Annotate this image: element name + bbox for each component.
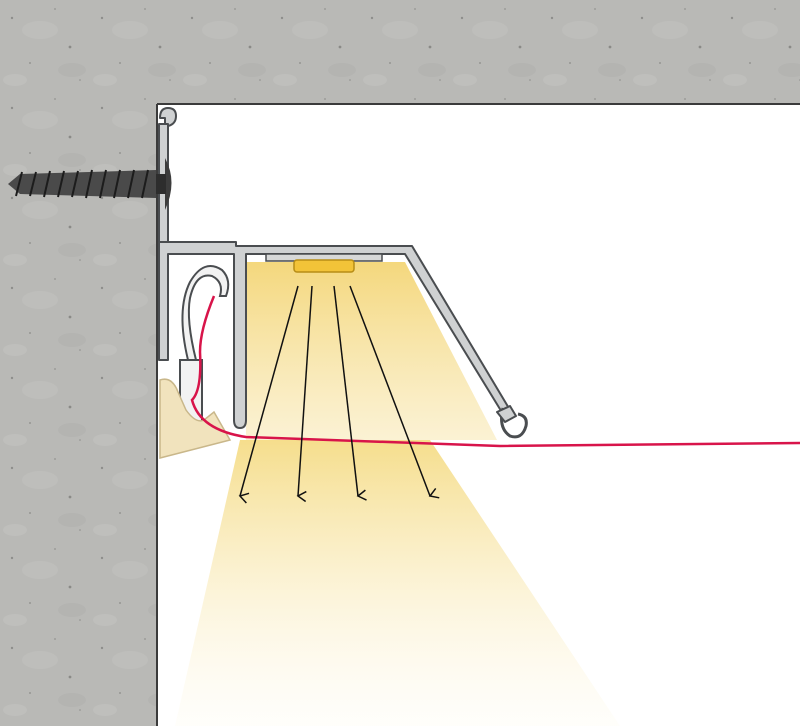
harpoon-clip — [179, 265, 230, 425]
stretch-membrane — [190, 295, 800, 448]
profile-inner-glow — [246, 262, 497, 440]
screw-icon — [8, 158, 172, 210]
led-strip-icon — [293, 259, 355, 273]
light-beam — [175, 440, 620, 726]
concrete-wall — [0, 104, 157, 726]
light-ray-arrow-icon — [333, 285, 367, 501]
light-ray-arrow-icon — [349, 285, 440, 499]
light-rays — [238, 285, 440, 504]
light-ray-arrow-icon — [296, 285, 313, 503]
light-ray-arrow-icon — [238, 285, 299, 504]
concrete-ceiling — [0, 0, 800, 104]
